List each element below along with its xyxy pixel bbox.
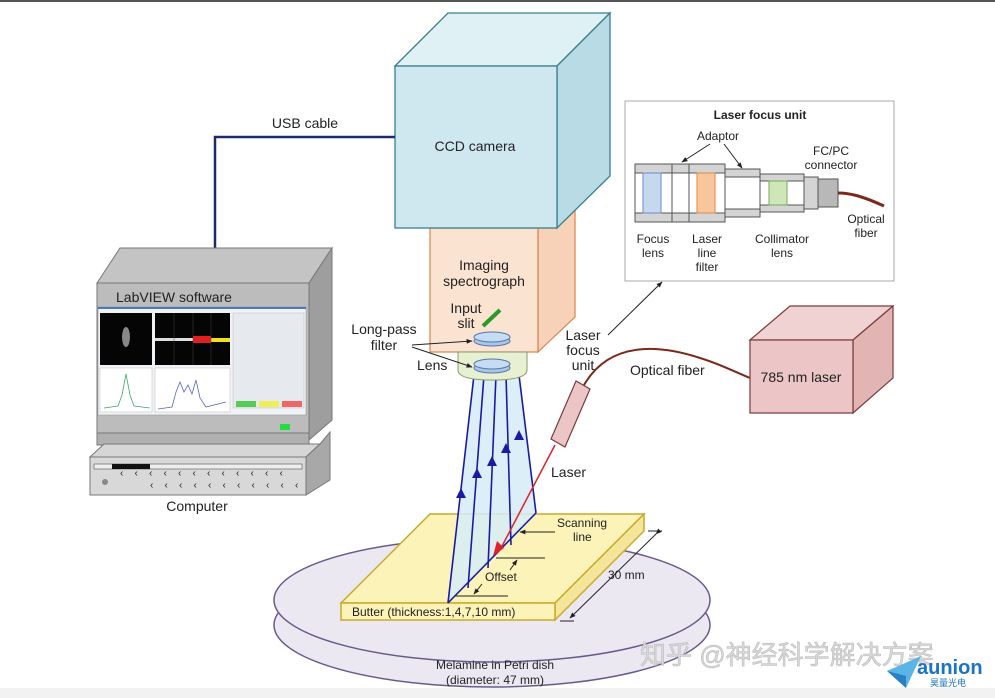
brand-subtitle: 昊量光电 xyxy=(930,677,966,688)
brand-logo-icon xyxy=(887,656,921,688)
computer-vents: ‹‹‹‹‹‹‹‹‹‹‹‹‹‹‹‹‹‹‹‹‹‹‹ xyxy=(120,468,298,491)
vent-chevron-icon: ‹ xyxy=(179,480,182,491)
laser-focus-label-2: focus xyxy=(566,342,599,358)
vent-chevron-icon: ‹ xyxy=(265,468,268,479)
collection-beam xyxy=(447,374,537,604)
long-pass-filter xyxy=(473,331,511,347)
vent-chevron-icon: ‹ xyxy=(223,480,226,491)
butter-label: Butter (thickness:1,4,7,10 mm) xyxy=(352,605,515,619)
ccd-camera xyxy=(393,11,612,230)
vent-chevron-icon: ‹ xyxy=(236,468,239,479)
scanning-line-label-1: Scanning xyxy=(557,516,607,530)
ccd-camera-label: CCD camera xyxy=(435,138,516,154)
vent-chevron-icon: ‹ xyxy=(207,468,210,479)
vent-chevron-icon: ‹ xyxy=(266,480,269,491)
computer-label: Computer xyxy=(166,498,228,514)
vent-chevron-icon: ‹ xyxy=(149,468,152,479)
inset-focus-lens-label-1: Focus xyxy=(637,232,670,246)
vent-chevron-icon: ‹ xyxy=(237,480,240,491)
inset-filter-label-2: line xyxy=(698,246,717,260)
lens-label: Lens xyxy=(417,357,447,373)
vent-chevron-icon: ‹ xyxy=(135,468,138,479)
inset-fiber-label-2: fiber xyxy=(854,226,877,240)
offset-label: Offset xyxy=(485,570,517,584)
long-pass-label-1: Long-pass xyxy=(351,321,416,337)
input-slit-label-2: slit xyxy=(457,315,474,331)
brand-name: aunion xyxy=(917,657,983,679)
vent-chevron-icon: ‹ xyxy=(280,468,283,479)
inset-title: Laser focus unit xyxy=(714,108,807,122)
imaging-spectrograph xyxy=(429,194,576,354)
inset-laser-focus-unit xyxy=(624,100,895,282)
laser-focus-label-1: Laser xyxy=(565,327,600,343)
vent-chevron-icon: ‹ xyxy=(178,468,181,479)
labview-screen xyxy=(97,306,307,430)
inset-adaptor-label: Adaptor xyxy=(697,129,739,143)
laser-source-box xyxy=(748,304,895,415)
input-slit xyxy=(481,308,502,328)
optical-fiber xyxy=(583,347,751,386)
dimension-30mm xyxy=(560,528,662,622)
spectrograph-label-2: spectrograph xyxy=(443,273,525,289)
inset-pointer xyxy=(607,281,663,336)
scanning-line-label-2: line xyxy=(573,530,592,544)
petri-dish-label-line1: Melamine in Petri dish xyxy=(436,658,554,672)
usb-cable xyxy=(213,135,395,250)
inset-fcpc-label-2: connector xyxy=(805,158,858,172)
vent-chevron-icon: ‹ xyxy=(208,480,211,491)
inset-focus-lens-label-2: lens xyxy=(642,246,664,260)
lens-pointer-a xyxy=(411,346,473,368)
vent-chevron-icon: ‹ xyxy=(295,480,298,491)
watermark-text: 知乎 @神经科学解决方案 xyxy=(640,640,934,670)
spectrograph-label-1: Imaging xyxy=(459,257,509,273)
laser-beam-arrowhead xyxy=(493,541,504,556)
laser-beam xyxy=(499,444,556,551)
top-border xyxy=(0,0,995,2)
long-pass-label-2: filter xyxy=(371,337,398,353)
vent-chevron-icon: ‹ xyxy=(120,468,123,479)
bottom-strip xyxy=(0,688,995,698)
inset-fiber-label-1: Optical xyxy=(847,212,884,226)
offset-marker xyxy=(455,557,545,597)
dimension-label: 30 mm xyxy=(608,568,645,582)
laser-focus-unit xyxy=(550,380,591,448)
vent-chevron-icon: ‹ xyxy=(193,468,196,479)
inset-collimator-label-2: lens xyxy=(771,246,793,260)
computer-screen-title: LabVIEW software xyxy=(116,289,232,305)
vent-chevron-icon: ‹ xyxy=(251,468,254,479)
vent-chevron-icon: ‹ xyxy=(165,480,168,491)
inset-collimator-label-1: Collimator xyxy=(755,232,809,246)
vent-chevron-icon: ‹ xyxy=(252,480,255,491)
vent-chevron-icon: ‹ xyxy=(164,468,167,479)
laser-source-label: 785 nm laser xyxy=(761,369,842,385)
vent-chevron-icon: ‹ xyxy=(222,468,225,479)
optical-fiber-label: Optical fiber xyxy=(630,362,705,378)
petri-dish-label-line2: (diameter: 47 mm) xyxy=(446,673,544,687)
inset-fcpc-label-1: FC/PC xyxy=(813,144,849,158)
laser-beam-label: Laser xyxy=(551,464,586,480)
long-pass-pointer xyxy=(411,338,473,346)
usb-cable-label: USB cable xyxy=(272,115,338,131)
laser-focus-label-3: unit xyxy=(572,357,595,373)
inset-filter-label-3: filter xyxy=(696,260,719,274)
vent-chevron-icon: ‹ xyxy=(194,480,197,491)
vent-chevron-icon: ‹ xyxy=(150,480,153,491)
lens xyxy=(473,358,511,374)
inset-filter-label-1: Laser xyxy=(692,232,722,246)
input-slit-label-1: Input xyxy=(450,300,481,316)
vent-chevron-icon: ‹ xyxy=(281,480,284,491)
